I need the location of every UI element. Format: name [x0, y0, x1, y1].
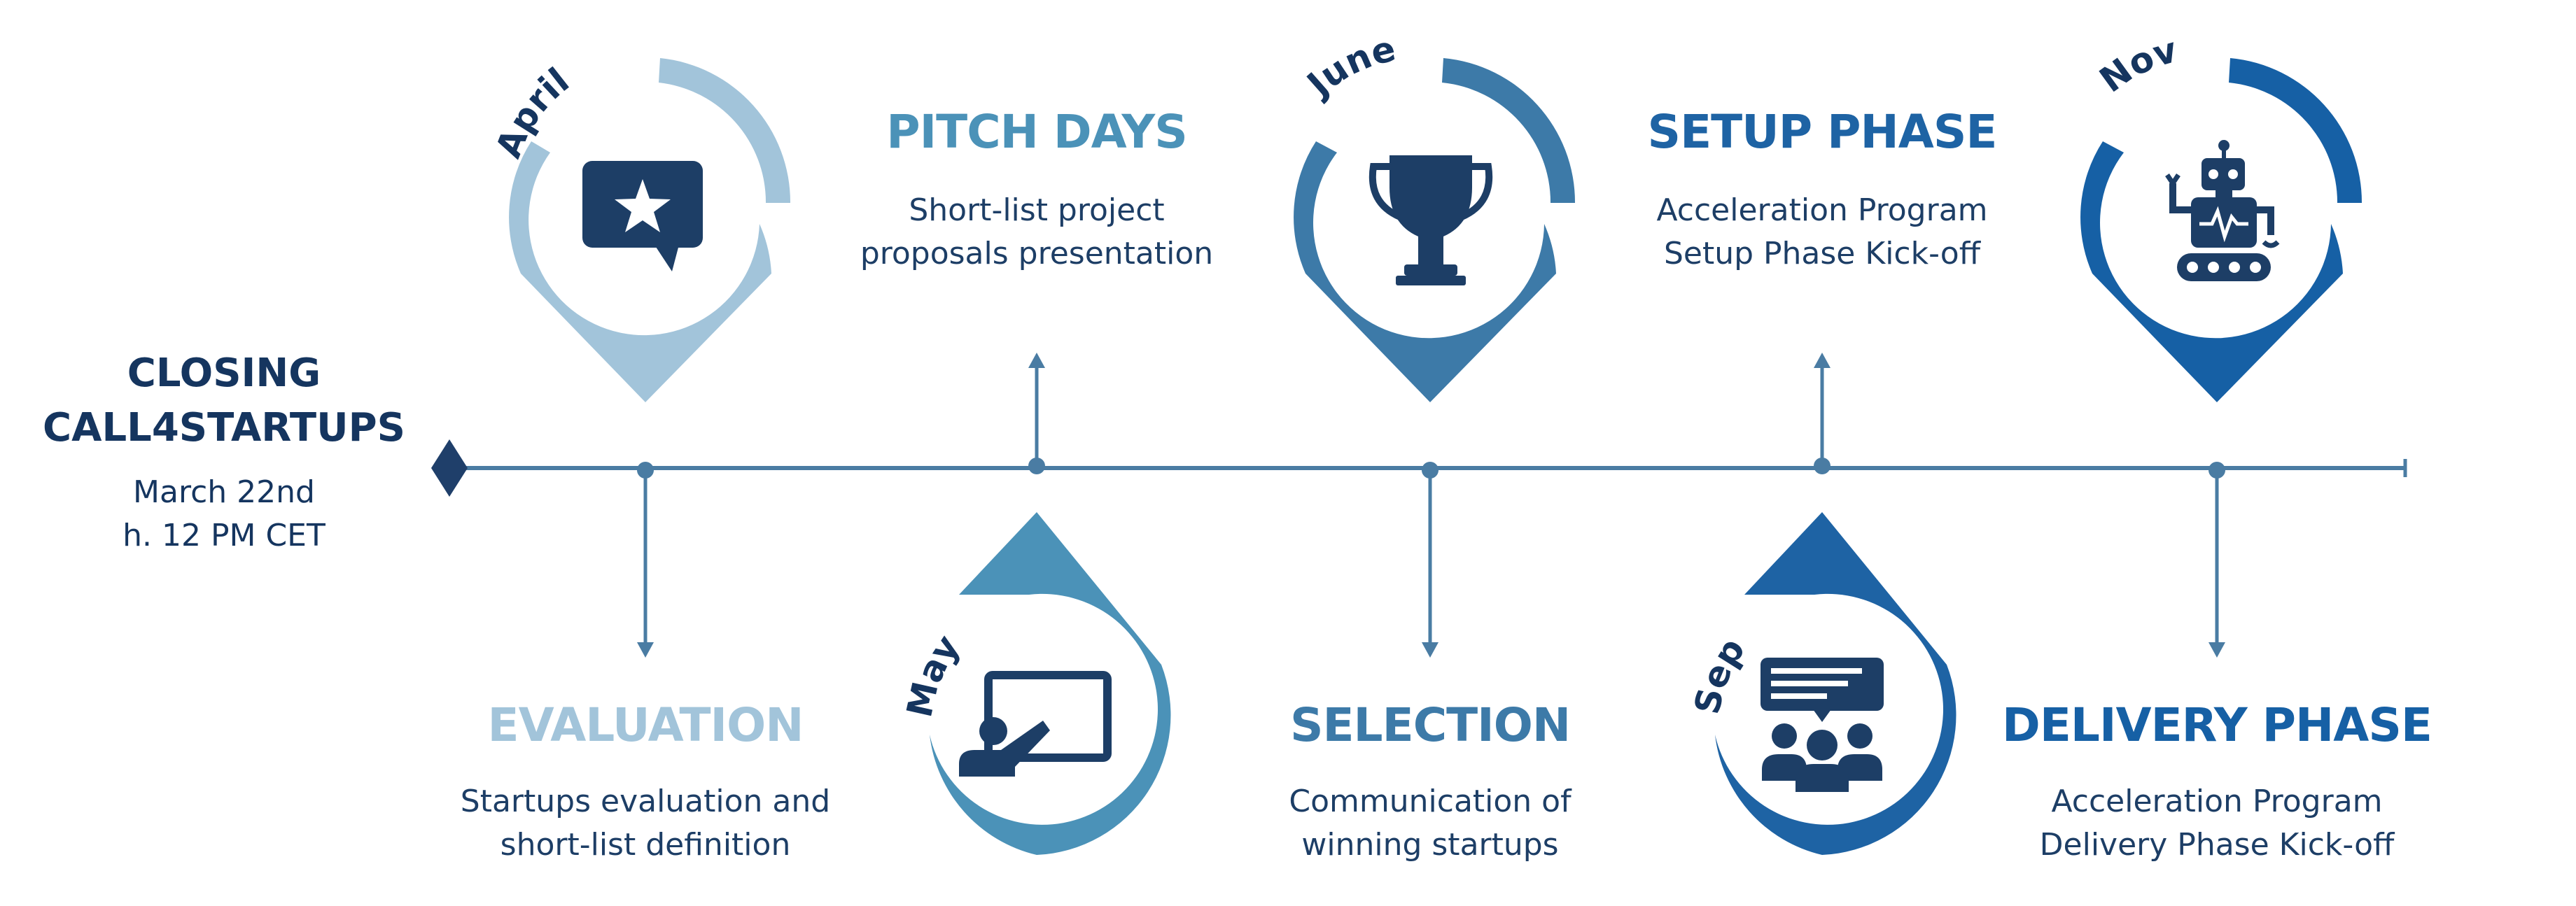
closing-title-line1: CLOSING: [127, 351, 321, 396]
heading-setup-phase: SETUP PHASE: [1647, 105, 1998, 159]
heading-delivery-phase: DELIVERY PHASE: [2002, 698, 2432, 752]
desc-delivery-phase-line1: Acceleration Program: [2051, 784, 2383, 819]
pin-sep: [1715, 512, 1956, 855]
desc-evaluation-line2: short-list definition: [500, 827, 791, 863]
pin-nov: [2080, 141, 2343, 402]
closing-time: h. 12 PM CET: [122, 518, 326, 553]
marker-sep: Sep: [1686, 512, 1956, 855]
connector-june: [1422, 462, 1438, 658]
team-chat-icon: [1760, 658, 1884, 792]
desc-pitch-days-line1: Short-list project: [909, 192, 1165, 228]
trophy-icon: [1368, 155, 1493, 285]
desc-pitch-days-line2: proposals presentation: [860, 236, 1214, 271]
star-chat-icon: [582, 161, 703, 271]
timeline-start-diamond: [431, 439, 468, 497]
marker-april: April: [488, 58, 791, 402]
month-nov: Nov: [2092, 29, 2181, 101]
connector-may: [1028, 353, 1045, 474]
desc-setup-phase-line2: Setup Phase Kick-off: [1663, 236, 1981, 271]
pin-nov-ring: [2229, 58, 2362, 203]
connector-sep: [1814, 353, 1830, 474]
desc-selection-line2: winning startups: [1301, 827, 1559, 863]
robot-icon: [2165, 140, 2280, 281]
month-may: May: [899, 628, 967, 721]
marker-nov: Nov: [2080, 29, 2362, 402]
month-sep: Sep: [1686, 631, 1753, 718]
pin-may: [930, 512, 1171, 855]
closing-date: March 22nd: [133, 474, 315, 510]
pin-june-ring: [1442, 58, 1576, 203]
presentation-board-icon: [959, 671, 1112, 777]
marker-may: May: [899, 512, 1171, 855]
pin-april: [509, 141, 771, 402]
desc-delivery-phase-line2: Delivery Phase Kick-off: [2039, 827, 2395, 863]
connector-april: [637, 462, 654, 658]
month-june: June: [1298, 28, 1399, 105]
desc-evaluation-line1: Startups evaluation and: [460, 784, 831, 819]
heading-pitch-days: PITCH DAYS: [886, 105, 1187, 159]
connector-nov: [2208, 462, 2225, 658]
heading-selection: SELECTION: [1289, 698, 1571, 752]
marker-june: June: [1294, 28, 1576, 402]
closing-title-line2: CALL4STARTUPS: [43, 405, 405, 451]
desc-setup-phase-line1: Acceleration Program: [1656, 192, 1988, 228]
pin-june: [1294, 141, 1556, 402]
heading-evaluation: EVALUATION: [487, 698, 804, 752]
pin-april-ring: [659, 58, 791, 203]
desc-selection-line1: Communication of: [1289, 784, 1572, 819]
